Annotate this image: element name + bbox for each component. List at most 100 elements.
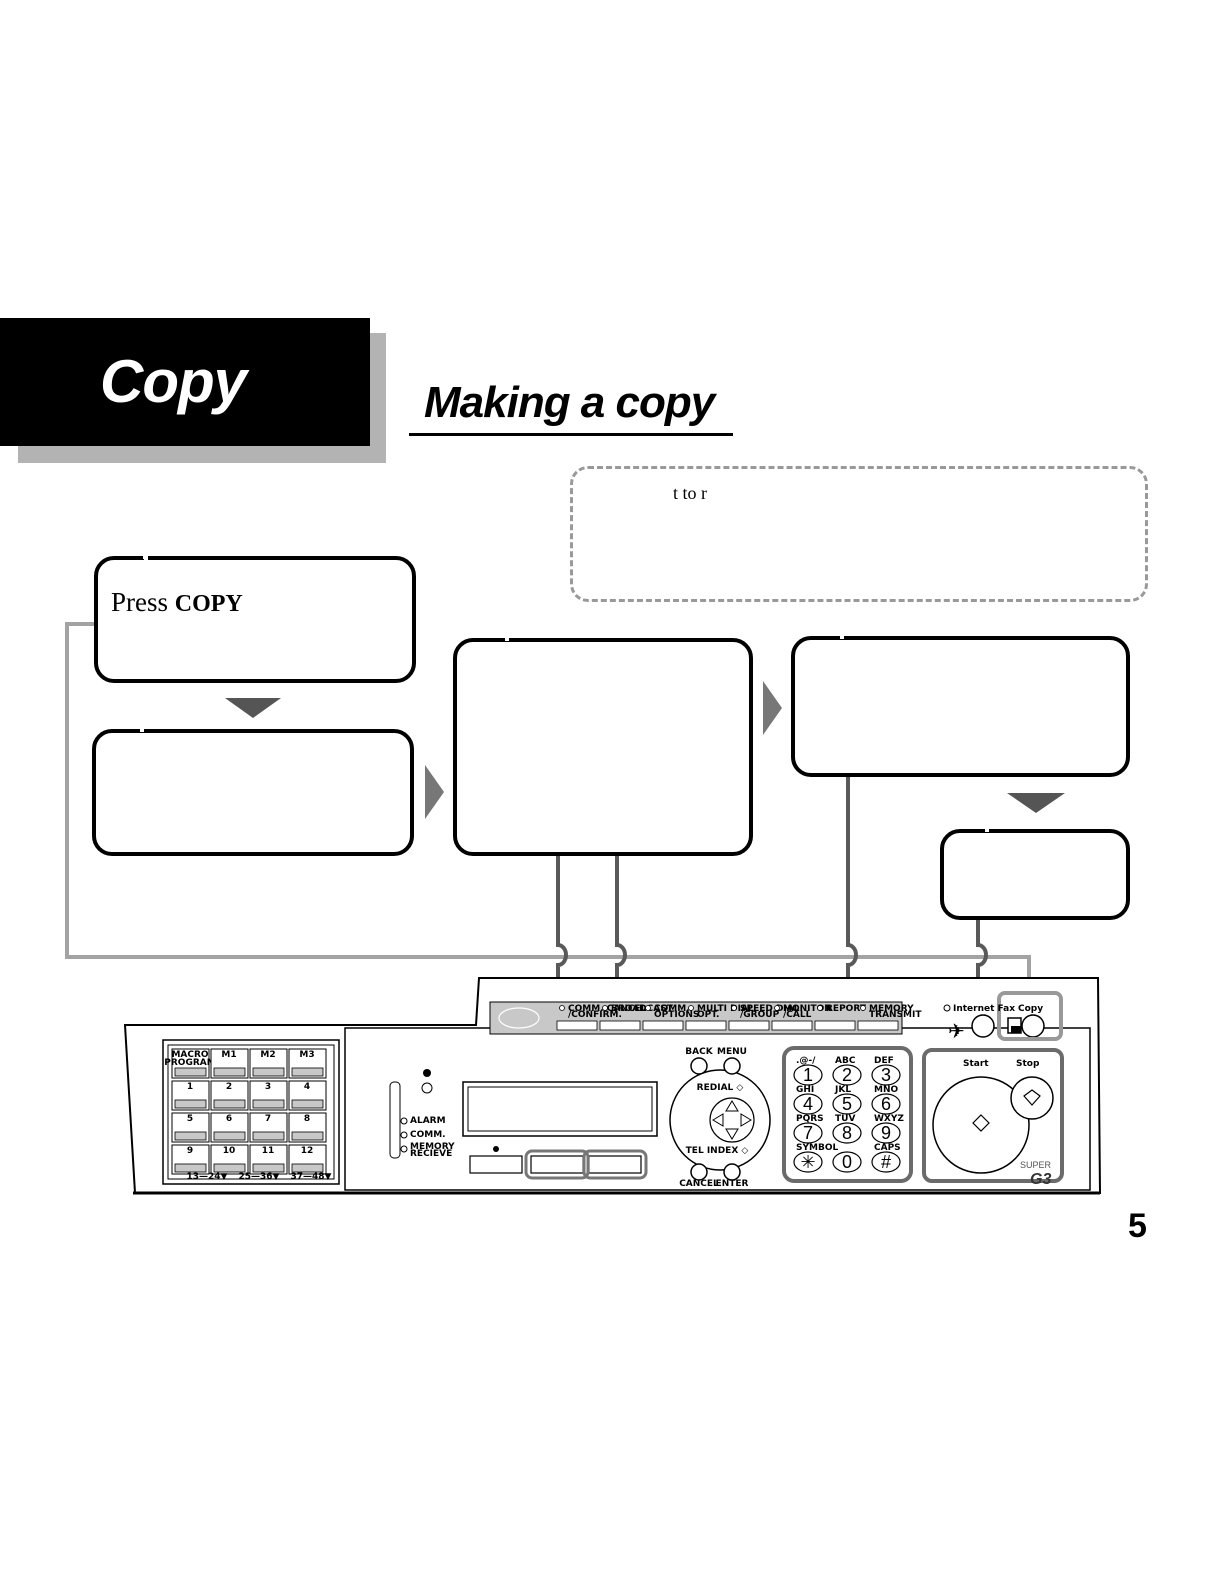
function-key-label: MEMORY <box>869 1004 914 1014</box>
one-touch-label: 2 <box>226 1082 232 1092</box>
keypad-key-label: 5 <box>842 1094 852 1114</box>
keypad-letters: WXYZ <box>874 1114 904 1124</box>
keypad-key[interactable] <box>832 1122 862 1144</box>
function-key-label: /GROUP <box>740 1010 780 1020</box>
function-key-label: MULTI DIAL <box>697 1004 754 1014</box>
start-icon <box>972 1114 990 1132</box>
cancel-label: CANCEL <box>679 1179 719 1189</box>
function-key[interactable] <box>857 1020 899 1031</box>
super-g3-badge: SUPER <box>1020 1160 1052 1170</box>
soft-key-highlight <box>524 1149 590 1180</box>
function-key[interactable] <box>728 1020 770 1031</box>
function-key[interactable] <box>771 1020 813 1031</box>
indicator-label: MEMORY <box>410 1142 455 1152</box>
keypad-key-label: 6 <box>881 1094 891 1114</box>
keypad-highlight <box>782 1046 913 1183</box>
function-key-label: OPTIONS <box>654 1010 699 1020</box>
one-touch-key[interactable] <box>213 1067 246 1077</box>
one-touch-key[interactable] <box>213 1131 246 1141</box>
one-touch-key[interactable] <box>252 1099 285 1109</box>
menu-label: MENU <box>717 1047 747 1057</box>
one-touch-key[interactable] <box>213 1163 246 1173</box>
one-touch-label: 1 <box>187 1082 193 1092</box>
keypad-key-label: 7 <box>803 1123 813 1143</box>
one-touch-key[interactable] <box>291 1131 324 1141</box>
one-touch-label: 11 <box>262 1146 275 1156</box>
keypad-key-label: 1 <box>803 1065 813 1085</box>
section-title: Copy <box>100 348 247 415</box>
keypad-key[interactable] <box>871 1064 901 1086</box>
keypad-key-label: 3 <box>881 1065 891 1085</box>
back-label: BACK <box>685 1047 713 1057</box>
g3-badge: G3 <box>1030 1171 1051 1188</box>
keypad-letters: GHI <box>796 1085 814 1095</box>
keypad-letters: PQRS <box>796 1114 824 1124</box>
one-touch-key[interactable] <box>174 1099 207 1109</box>
keypad-key[interactable] <box>871 1151 901 1173</box>
keypad-key-label: ✳ <box>800 1152 815 1172</box>
one-touch-key[interactable] <box>252 1067 285 1077</box>
arrow-right-icon <box>425 765 444 819</box>
keypad-letters: CAPS <box>874 1143 901 1153</box>
one-touch-label: 4 <box>304 1082 310 1092</box>
stop-icon <box>1023 1089 1041 1106</box>
step-1-prefix: Press <box>111 587 175 617</box>
keypad-key-label: 9 <box>881 1123 891 1143</box>
keypad-key[interactable] <box>793 1093 823 1115</box>
one-touch-label: M2 <box>260 1050 275 1060</box>
one-touch-key[interactable] <box>174 1067 207 1077</box>
keypad-letters: SYMBOL <box>796 1143 838 1153</box>
connector-keypad <box>846 777 858 1050</box>
copy-key-highlight <box>997 991 1063 1041</box>
one-touch-key[interactable] <box>213 1099 246 1109</box>
arrow-right-icon <box>763 681 782 735</box>
internet-fax-icon: ✈ <box>948 1019 965 1043</box>
function-key-label: SPEED DIAL <box>740 1004 800 1014</box>
step-5-box <box>940 829 1130 920</box>
one-touch-key[interactable] <box>174 1163 207 1173</box>
step-1-text: Press COPY <box>111 587 243 618</box>
keypad-key-label: 4 <box>803 1094 813 1114</box>
one-touch-key[interactable] <box>174 1131 207 1141</box>
one-touch-key[interactable] <box>291 1163 324 1173</box>
function-key[interactable] <box>599 1020 641 1031</box>
indicator-label: COMM. <box>410 1130 446 1140</box>
page-heading: Making a copy <box>424 378 715 427</box>
one-touch-label: 8 <box>304 1114 310 1124</box>
function-key-label: /CALL <box>783 1010 812 1020</box>
keypad-letters: ABC <box>835 1056 856 1066</box>
function-key[interactable] <box>642 1020 684 1031</box>
function-key[interactable] <box>685 1020 727 1031</box>
keypad-key[interactable] <box>871 1093 901 1115</box>
one-touch-footer-label: 25—36▼ <box>239 1172 280 1182</box>
function-key[interactable] <box>814 1020 856 1031</box>
keypad-key[interactable] <box>871 1122 901 1144</box>
enter-label: ENTER <box>716 1179 749 1189</box>
keypad-key[interactable] <box>793 1064 823 1086</box>
step-1-box <box>94 556 416 683</box>
one-touch-footer-label: 37—48▼ <box>291 1172 332 1182</box>
one-touch-label: 10 <box>223 1146 236 1156</box>
keypad-letters: JKL <box>834 1085 851 1095</box>
arrow-down-icon <box>225 698 281 718</box>
keypad-letters: TUV <box>835 1114 855 1124</box>
one-touch-key[interactable] <box>291 1067 324 1077</box>
keypad-key[interactable] <box>832 1151 862 1173</box>
tel-index-label: TEL INDEX ◇ <box>686 1146 749 1156</box>
start-stop-highlight <box>922 1048 1064 1183</box>
one-touch-key[interactable] <box>252 1163 285 1173</box>
keypad-key[interactable] <box>832 1064 862 1086</box>
function-key-label: COMM. <box>654 1004 690 1014</box>
copy-label: Copy <box>1018 1004 1043 1014</box>
one-touch-key[interactable] <box>291 1099 324 1109</box>
function-key[interactable] <box>556 1020 598 1031</box>
redial-label: REDIAL ◇ <box>697 1083 744 1093</box>
keypad-key[interactable] <box>832 1093 862 1115</box>
keypad-key[interactable] <box>793 1122 823 1144</box>
start-label: Start <box>963 1059 989 1069</box>
keypad-key[interactable] <box>793 1151 823 1173</box>
one-touch-key[interactable] <box>252 1131 285 1141</box>
